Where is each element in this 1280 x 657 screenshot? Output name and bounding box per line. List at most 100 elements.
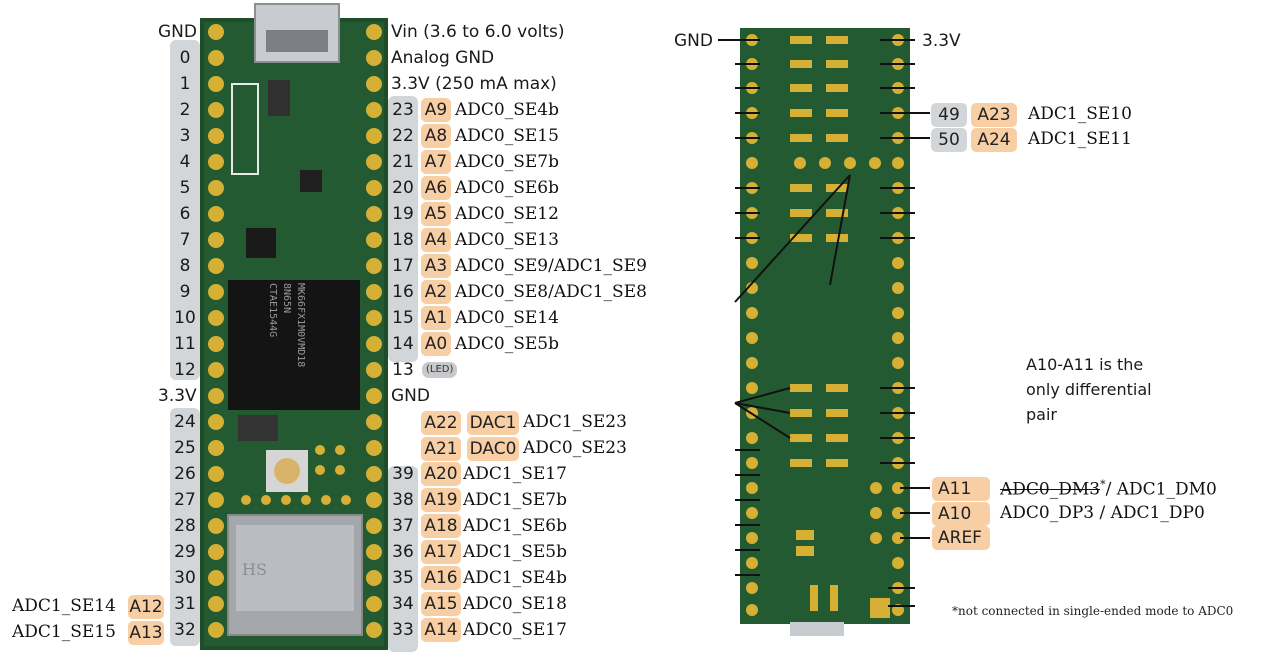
pin-number: 15 bbox=[385, 308, 421, 328]
adc-label-a10: ADC0_DP3 / ADC1_DP0 bbox=[1000, 503, 1205, 523]
pin-number: 1 bbox=[167, 74, 203, 94]
analog-badge: A14 bbox=[421, 618, 461, 642]
analog-badge: A20 bbox=[421, 462, 461, 486]
adc-label: ADC0_SE12 bbox=[455, 204, 559, 224]
analog-badge: A6 bbox=[421, 176, 451, 200]
analog-badge: A8 bbox=[421, 124, 451, 148]
gnd-label-right: GND bbox=[391, 386, 430, 406]
pin-number: 22 bbox=[385, 126, 421, 146]
struck-adc: ADC0_DM3 bbox=[1000, 480, 1100, 500]
adc-label: ADC0_SE6b bbox=[455, 178, 559, 198]
adc-label: ADC0_SE14 bbox=[455, 308, 559, 328]
chip-line: 8N65N bbox=[279, 283, 293, 407]
teensy-board-back bbox=[740, 28, 910, 624]
pin-number: 34 bbox=[385, 594, 421, 614]
pin-number: 21 bbox=[385, 152, 421, 172]
pin-number: 4 bbox=[167, 152, 203, 172]
pin-number: 35 bbox=[385, 568, 421, 588]
pin-number: 26 bbox=[167, 464, 203, 484]
pin-number: 25 bbox=[167, 438, 203, 458]
adc-label: ADC0_SE7b bbox=[455, 152, 559, 172]
analog-badge: A3 bbox=[421, 254, 451, 278]
adc-label: ADC1_SE10 bbox=[1028, 104, 1132, 124]
adc-label: ADC1_SE7b bbox=[463, 490, 567, 510]
adc-label: ADC1_SE5b bbox=[463, 542, 567, 562]
analog-badge: A12 bbox=[128, 595, 164, 619]
aref-badge: AREF bbox=[932, 526, 990, 550]
pin-number: 0 bbox=[167, 48, 203, 68]
pin-number: 10 bbox=[167, 308, 203, 328]
v33-max-label: 3.3V (250 mA max) bbox=[391, 74, 557, 94]
adc-label: ADC1_SE23 bbox=[523, 412, 627, 432]
pin-number: 30 bbox=[167, 568, 203, 588]
adc-label: ADC1_SE14 bbox=[12, 596, 116, 616]
pin-number: 39 bbox=[385, 464, 421, 484]
pin-number: 17 bbox=[385, 256, 421, 276]
adc-label: ADC1_SE11 bbox=[1028, 129, 1132, 149]
pin-number: 9 bbox=[167, 282, 203, 302]
pin-number: 36 bbox=[385, 542, 421, 562]
differential-note: A10-A11 is the only differential pair bbox=[1026, 352, 1176, 427]
adc-label: ADC0_SE18 bbox=[463, 594, 567, 614]
led-badge: (LED) bbox=[422, 362, 457, 378]
adc-label: ADC1_SE6b bbox=[463, 516, 567, 536]
adc-label: ADC0_SE8/ADC1_SE8 bbox=[455, 282, 647, 302]
pin-number: 5 bbox=[167, 178, 203, 198]
gnd-label-top: GND bbox=[158, 22, 197, 42]
analog-badge: A16 bbox=[421, 566, 461, 590]
pin-number: 31 bbox=[167, 594, 203, 614]
analog-badge: A10 bbox=[932, 502, 990, 526]
adc-label: ADC0_SE15 bbox=[455, 126, 559, 146]
analog-gnd-label: Analog GND bbox=[391, 48, 494, 68]
analog-badge: A4 bbox=[421, 228, 451, 252]
chip-line: MK66FX1M0VMD18 bbox=[293, 283, 307, 407]
pin-number: 3 bbox=[167, 126, 203, 146]
pin-number: 19 bbox=[385, 204, 421, 224]
chip-marking: MK66FX1M0VMD18 8N65N CTAE1544G bbox=[265, 283, 307, 407]
vin-label: Vin (3.6 to 6.0 volts) bbox=[391, 22, 564, 42]
v33-label-back: 3.3V bbox=[922, 31, 961, 51]
chip-line: CTAE1544G bbox=[265, 283, 279, 407]
adc-label: ADC1_SE15 bbox=[12, 622, 116, 642]
analog-badge: A13 bbox=[128, 621, 164, 645]
pin-number: 2 bbox=[167, 100, 203, 120]
pin-number: 27 bbox=[167, 490, 203, 510]
pin-number: 20 bbox=[385, 178, 421, 198]
pin-number: 28 bbox=[167, 516, 203, 536]
pin-number: 32 bbox=[167, 620, 203, 640]
pin-number: 38 bbox=[385, 490, 421, 510]
analog-badge: A11 bbox=[932, 477, 990, 501]
adc-label: ADC1_SE4b bbox=[463, 568, 567, 588]
analog-badge: A23 bbox=[971, 103, 1017, 127]
analog-badge: A24 bbox=[971, 128, 1017, 152]
analog-badge: A21 bbox=[421, 437, 461, 461]
analog-badge: A18 bbox=[421, 514, 461, 538]
analog-badge: A15 bbox=[421, 592, 461, 616]
v33-label-left: 3.3V bbox=[158, 386, 197, 406]
dac-badge: DAC1 bbox=[467, 411, 519, 435]
adc-label: ADC0_SE9/ADC1_SE9 bbox=[455, 256, 647, 276]
adc-label: ADC0_SE5b bbox=[455, 334, 559, 354]
adc-label: ADC0_SE13 bbox=[455, 230, 559, 250]
pin-number: 6 bbox=[167, 204, 203, 224]
pin-number: 33 bbox=[385, 620, 421, 640]
analog-badge: A5 bbox=[421, 202, 451, 226]
adc-label-a11: ADC0_DM3*/ ADC1_DM0 bbox=[1000, 478, 1217, 500]
pin-number: 18 bbox=[385, 230, 421, 250]
pin-number: 23 bbox=[385, 100, 421, 120]
pin-number: 7 bbox=[167, 230, 203, 250]
adc-label: ADC0_SE4b bbox=[455, 100, 559, 120]
analog-badge: A1 bbox=[421, 306, 451, 330]
pin-number: 24 bbox=[167, 412, 203, 432]
pin-number: 29 bbox=[167, 542, 203, 562]
analog-badge: A7 bbox=[421, 150, 451, 174]
analog-badge: A17 bbox=[421, 540, 461, 564]
adc-label: ADC1_SE17 bbox=[463, 464, 567, 484]
analog-badge: A2 bbox=[421, 280, 451, 304]
analog-badge: A22 bbox=[421, 411, 461, 435]
analog-badge: A19 bbox=[421, 488, 461, 512]
analog-badge: A9 bbox=[421, 98, 451, 122]
adc-label: ADC0_SE17 bbox=[463, 620, 567, 640]
pin-number: 8 bbox=[167, 256, 203, 276]
